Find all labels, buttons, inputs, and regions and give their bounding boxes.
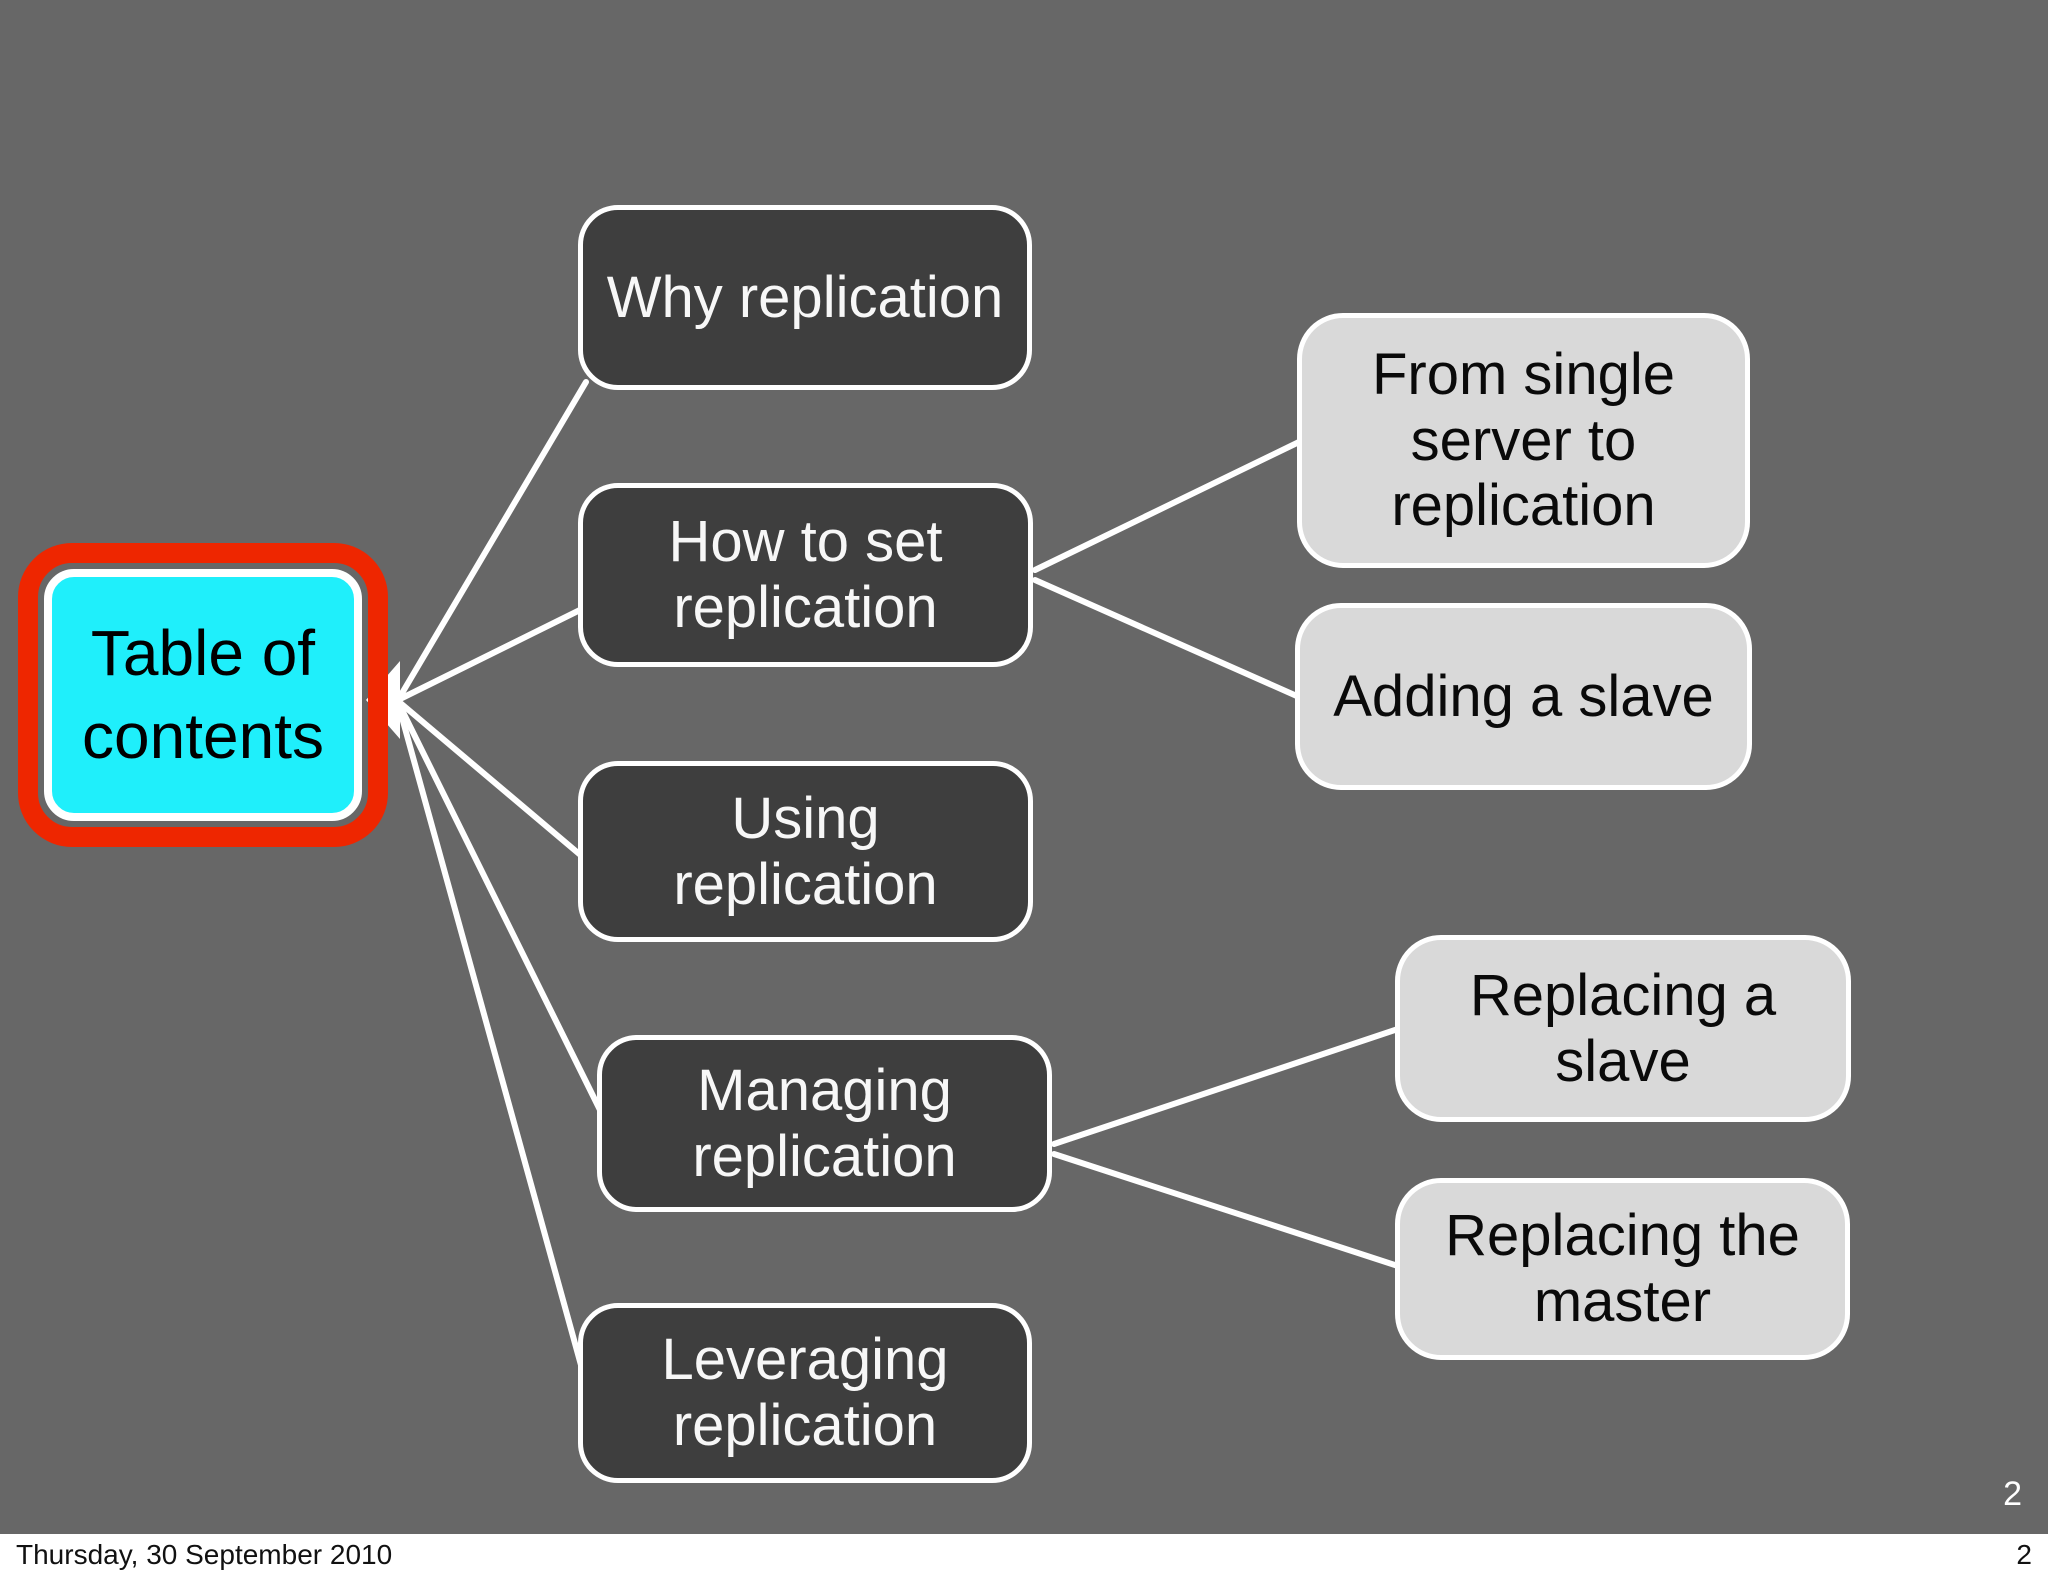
connector-root-managing (395, 699, 605, 1117)
connector-root-leveraging (395, 700, 587, 1379)
node-label: Replacing the master (1445, 1203, 1800, 1334)
root-node-label: Table of contents (82, 616, 324, 772)
footer-page-number: 2 (2016, 1539, 2032, 1570)
node-label: Managing replication (692, 1057, 957, 1189)
root-node-table-of-contents: Table of contents (44, 569, 362, 821)
footer-bar: Thursday, 30 September 2010 2 (0, 1534, 2048, 1576)
slide-page-number: 2 (2003, 1475, 2022, 1513)
root-node-highlight-ring: Table of contents (18, 543, 388, 847)
node-label: Replacing a slave (1469, 962, 1777, 1094)
node-how-to-set-replication: How to set replication (578, 483, 1033, 667)
footer-date: Thursday, 30 September 2010 (16, 1539, 393, 1570)
connector-how-adding (1032, 577, 1302, 700)
connector-root-how (395, 605, 587, 703)
node-replacing-a-slave: Replacing a slave (1395, 935, 1851, 1122)
node-leveraging-replication: Leveraging replication (578, 1303, 1032, 1483)
connector-how-single (1032, 439, 1302, 573)
node-using-replication: Using replication (578, 761, 1033, 942)
node-adding-a-slave: Adding a slave (1295, 603, 1752, 790)
node-label: Why replication (606, 264, 1004, 330)
connector-lines (366, 379, 1401, 1379)
node-label: How to set replication (668, 509, 943, 640)
node-replacing-the-master: Replacing the master (1395, 1178, 1850, 1360)
connector-root-why (395, 379, 589, 703)
node-label: Using replication (673, 785, 938, 917)
node-label: From single server to replication (1372, 342, 1675, 539)
node-why-replication: Why replication (578, 205, 1032, 390)
node-label: Adding a slave (1333, 663, 1714, 729)
node-from-single-server-to-replication: From single server to replication (1297, 313, 1750, 568)
connector-root-using (395, 698, 587, 861)
node-label: Leveraging replication (661, 1327, 949, 1458)
connector-managing-rmaster (1051, 1151, 1401, 1269)
connector-managing-rslave (1051, 1026, 1401, 1147)
slide-canvas: Why replication How to set replication U… (0, 0, 2048, 1534)
node-managing-replication: Managing replication (597, 1035, 1052, 1212)
